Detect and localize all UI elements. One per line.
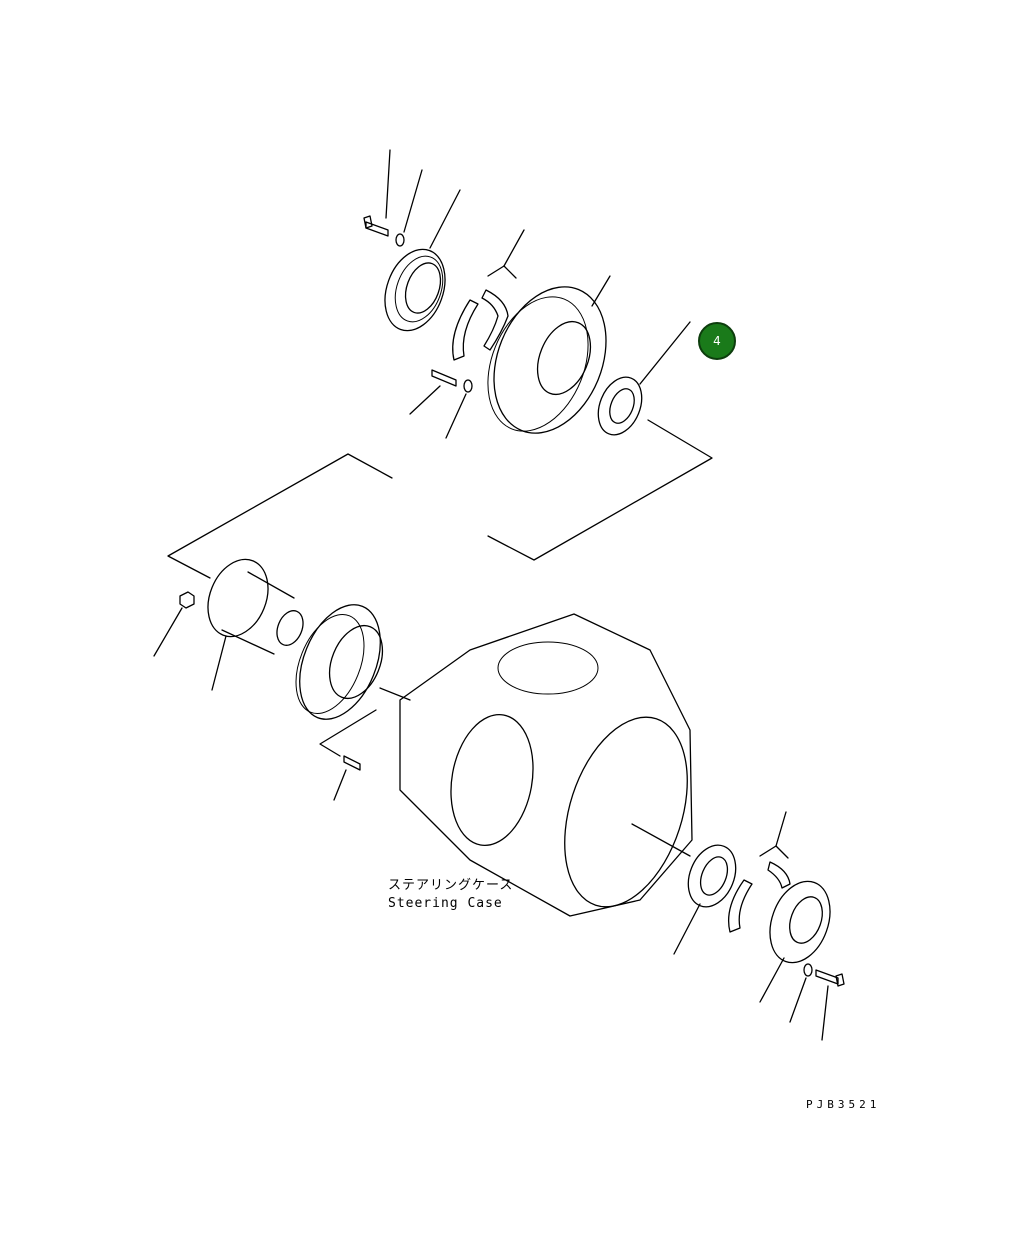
seal-cage-lower (759, 880, 831, 1003)
bearing-lower (673, 844, 737, 955)
pinion-shaft (207, 558, 304, 655)
callout-badge[interactable]: 4 (698, 322, 736, 360)
lower-left-bolt (409, 369, 457, 415)
drawing-code: PJB3521 (806, 1098, 881, 1111)
part-name-jp: ステアリングケース (388, 878, 514, 893)
assembly-bracket (167, 419, 713, 579)
shim-set-lower (727, 811, 791, 933)
steering-case (379, 613, 693, 917)
lower-washer (789, 963, 813, 1023)
callout-leader (639, 321, 691, 385)
seal-cage-upper (384, 189, 461, 332)
pinion-leader (211, 635, 227, 691)
bearing-cage (487, 275, 611, 434)
pinion-nut (153, 591, 195, 657)
bevel-gear-bolt (319, 709, 377, 801)
bevel-gear (295, 604, 384, 720)
upper-washer (395, 169, 423, 247)
bearing-upper (597, 376, 643, 436)
lower-bolt (815, 969, 845, 1041)
upper-bolt (363, 149, 391, 237)
shim-set-upper (452, 229, 525, 361)
part-name-en: Steering Case (388, 896, 503, 911)
lower-left-washer (445, 379, 473, 439)
